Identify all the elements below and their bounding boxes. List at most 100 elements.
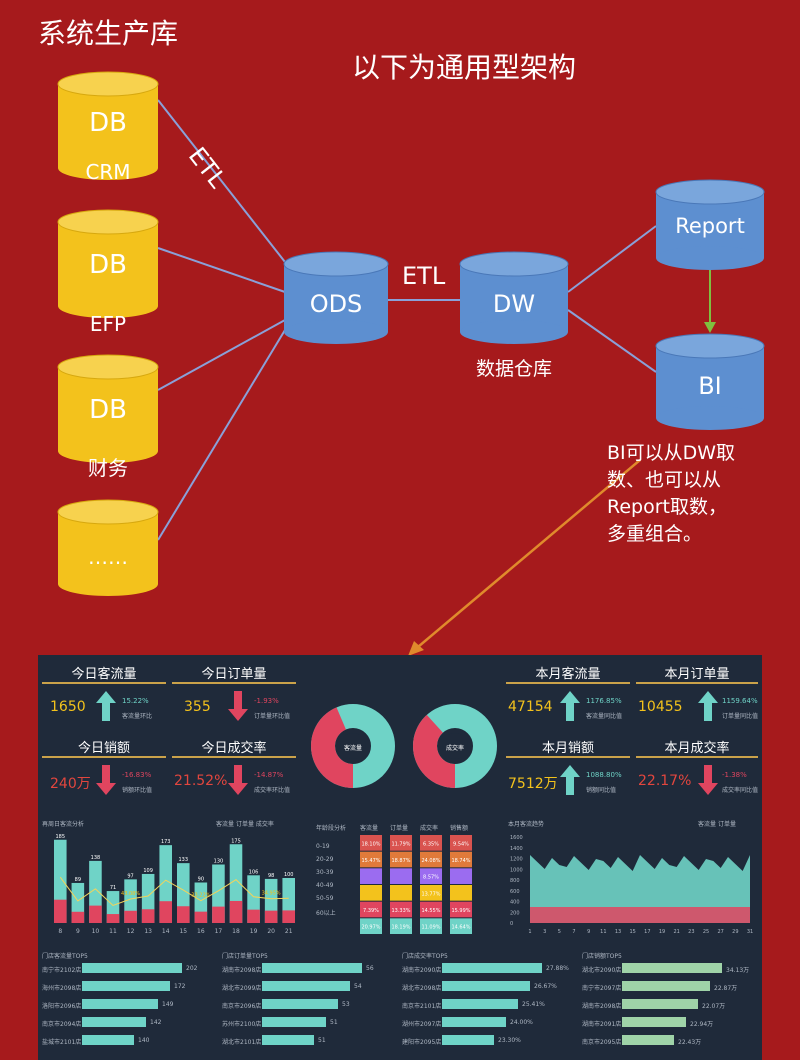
donut-center-label: 成交率	[445, 745, 464, 752]
bi-to-dashboard-arrow	[408, 459, 641, 656]
title-left: 系统生产库	[38, 17, 179, 50]
kpi-delta: -1.38%	[722, 771, 747, 779]
kpi-sub: 客流量同比值	[586, 713, 623, 720]
kpi-value: 1650	[50, 699, 86, 715]
up-arrow-icon	[560, 691, 580, 721]
kpi-value: 22.17%	[638, 773, 692, 789]
age-stacked-chart: 20.97%7.39%15.47%18.10%18.19%13.33%18.87…	[360, 835, 472, 934]
dw-label: DW	[492, 290, 536, 318]
kpi-delta: -1.93%	[254, 697, 279, 705]
legend-item: 订单量	[235, 821, 254, 828]
stack-segment	[420, 868, 442, 884]
stack-col-header: 客流量	[360, 825, 379, 832]
x-tick-label: 3	[543, 929, 546, 935]
source-db-label: DB	[89, 395, 127, 425]
y-tick-label: 1400	[510, 846, 523, 852]
top5-bar	[262, 1035, 314, 1045]
bar-order	[194, 911, 208, 923]
x-tick-label: 11	[600, 929, 606, 935]
x-tick-label: 25	[703, 929, 709, 935]
legend-item: 30-39	[316, 869, 334, 876]
order-area	[530, 907, 750, 923]
top5-store: 湖州市2097店	[402, 1021, 442, 1028]
legend-item: 订单量	[717, 821, 736, 828]
stack-segment	[390, 835, 412, 851]
bar-order	[229, 900, 243, 923]
top5-title: 门店订单量TOP5	[222, 953, 268, 960]
stack-segment-label: 15.47%	[361, 858, 380, 864]
top5-value: 140	[138, 1037, 150, 1044]
title-center: 以下为通用型架构	[352, 51, 577, 84]
top5-title: 门店客流量TOP5	[42, 953, 88, 960]
bar-order	[264, 910, 278, 923]
bar-order	[247, 909, 260, 923]
x-tick-label: 5	[558, 929, 561, 935]
kpi-label: 今日客流量	[42, 663, 166, 684]
source-name: EFP	[89, 312, 127, 336]
kpi-value: 240万	[50, 776, 91, 792]
stack-segment	[360, 901, 382, 918]
top5-value: 56	[366, 965, 374, 972]
x-tick-label: 27	[717, 929, 723, 935]
top5-store: 建阳市2095店	[402, 1039, 442, 1046]
stack-col-header: 成交率	[420, 825, 439, 832]
stack-segment-label: 20.97%	[361, 925, 380, 931]
stack-segment-label: 15.99%	[451, 908, 470, 914]
donut-center-label: 客流量	[343, 745, 362, 752]
report-label: Report	[675, 214, 745, 238]
stack-segment-label: 13.77%	[421, 891, 440, 897]
stack-segment	[360, 868, 382, 884]
bar-order	[124, 910, 137, 923]
x-tick-label: 17	[644, 929, 650, 935]
kpi-delta: -14.87%	[254, 771, 284, 779]
stack-segment	[390, 918, 412, 934]
top5-bar	[622, 1017, 686, 1027]
top5-value: 22.94万	[690, 1021, 714, 1028]
kpi-label: 本月成交率	[636, 737, 758, 758]
x-tick-label: 7	[572, 929, 575, 935]
stack-segment	[390, 868, 412, 884]
top5-value: 27.88%	[546, 965, 569, 972]
x-tick-label: 9	[76, 928, 80, 935]
top5-store: 南京市2101店	[402, 1003, 442, 1010]
stack-segment	[420, 901, 442, 918]
kpi-value: 21.52%	[174, 773, 228, 789]
x-tick-label: 21	[285, 928, 293, 935]
top5-store: 湖北市2099店	[222, 985, 262, 992]
stack-segment-label: 11.79%	[391, 841, 410, 847]
area-chart-title: 本月客流趋势	[508, 821, 545, 828]
kpi-sub: 成交率环比值	[254, 787, 291, 794]
rate-label: 43.08%	[121, 891, 140, 897]
stack-legend: 0-19 20-29 30-39 40-49 50-59 60以上	[316, 843, 336, 917]
bi-note-line: BI可以从DW取	[607, 442, 736, 464]
source-name: 财务	[88, 456, 128, 480]
bar-order	[212, 906, 225, 923]
top5-value: 142	[150, 1019, 162, 1026]
top5-store: 南京市2095店	[582, 1039, 622, 1046]
stack-segment-label: 18.19%	[391, 925, 410, 931]
top5-bar	[82, 1035, 134, 1045]
kpi-label: 今日订单量	[172, 663, 296, 684]
x-tick-label: 9	[587, 929, 590, 935]
dw-caption: 数据仓库	[475, 358, 552, 380]
source-cylinders	[57, 71, 159, 596]
bi-note-line: 多重组合。	[607, 523, 703, 545]
down-arrow-icon	[228, 765, 248, 795]
stack-segment-label: 6.35%	[423, 841, 439, 847]
top5-value: 22.87万	[714, 985, 738, 992]
top5-bar	[82, 963, 182, 973]
bar-order	[54, 899, 67, 923]
top5-store: 湖南市2098店	[582, 1003, 622, 1010]
kpi-sub: 销额同比值	[586, 787, 617, 794]
stack-segment	[450, 901, 472, 918]
bar-value-label: 89	[75, 877, 81, 883]
top5-store: 南宁市2097店	[582, 985, 622, 992]
top5-bar	[82, 981, 170, 991]
stack-segment	[390, 885, 412, 901]
stack-segment-label: 18.10%	[361, 841, 380, 847]
kpi-delta: 1176.85%	[586, 697, 622, 705]
stack-segment	[450, 868, 472, 884]
bar-value-label: 100	[284, 872, 294, 878]
kpi-delta: -16.83%	[122, 771, 152, 779]
